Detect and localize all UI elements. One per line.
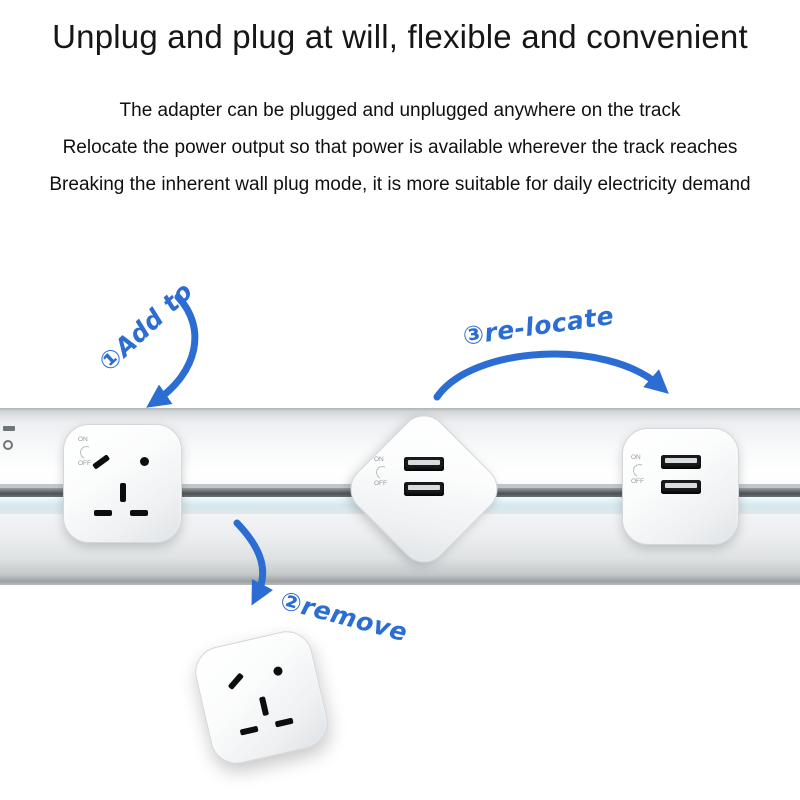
usb-adapter-right: ON OFF [622, 428, 739, 545]
subtitle-line-2: Relocate the power output so that power … [62, 137, 738, 158]
usb-adapter-face: ON OFF [366, 431, 482, 547]
socket-hole [227, 672, 244, 690]
socket-hole [94, 510, 112, 516]
dial-off-label: OFF [78, 459, 91, 467]
track-marking-icon [3, 440, 13, 450]
dial-on-label: ON [78, 436, 88, 443]
socket-hole [130, 510, 148, 516]
dial-arc-icon [78, 443, 95, 461]
usb-port [404, 482, 444, 496]
dial-off-label: OFF [631, 477, 644, 485]
socket-hole [239, 725, 259, 736]
page-title: Unplug and plug at will, flexible and co… [52, 18, 748, 55]
socket-hole [92, 454, 110, 470]
rotation-dial: ON OFF [631, 454, 648, 485]
annotation-add-to: ①Add to [93, 276, 199, 378]
usb-port [660, 480, 701, 494]
usb-port [660, 455, 701, 469]
dial-off-label: OFF [374, 479, 387, 487]
dial-arc-icon [374, 463, 391, 481]
usb-port-stack [404, 457, 444, 496]
subtitle-line-1: The adapter can be plugged and unplugged… [119, 100, 681, 121]
rotation-dial: ON OFF [78, 436, 95, 467]
subtitle-block: The adapter can be plugged and unplugged… [0, 92, 800, 203]
usb-port [404, 457, 444, 471]
socket-adapter-left: ON OFF [63, 424, 182, 543]
usb-port-stack [660, 455, 701, 494]
annotation-relocate: ③re-locate [460, 300, 616, 351]
socket-hole [274, 717, 294, 727]
rotation-dial: ON OFF [374, 456, 391, 487]
socket-adapter-detached [190, 626, 333, 769]
subtitle-line-3: Breaking the inherent wall plug mode, it… [49, 174, 751, 195]
dial-on-label: ON [631, 454, 641, 461]
socket-hole [140, 457, 149, 466]
socket-hole [120, 483, 126, 502]
track-marking-icon [3, 426, 15, 431]
dial-arc-icon [631, 461, 648, 479]
socket-hole [272, 665, 284, 677]
dial-on-label: ON [374, 456, 384, 463]
socket-hole [258, 696, 269, 717]
track-markings [3, 426, 15, 450]
relocate-arrow-icon [433, 350, 669, 401]
